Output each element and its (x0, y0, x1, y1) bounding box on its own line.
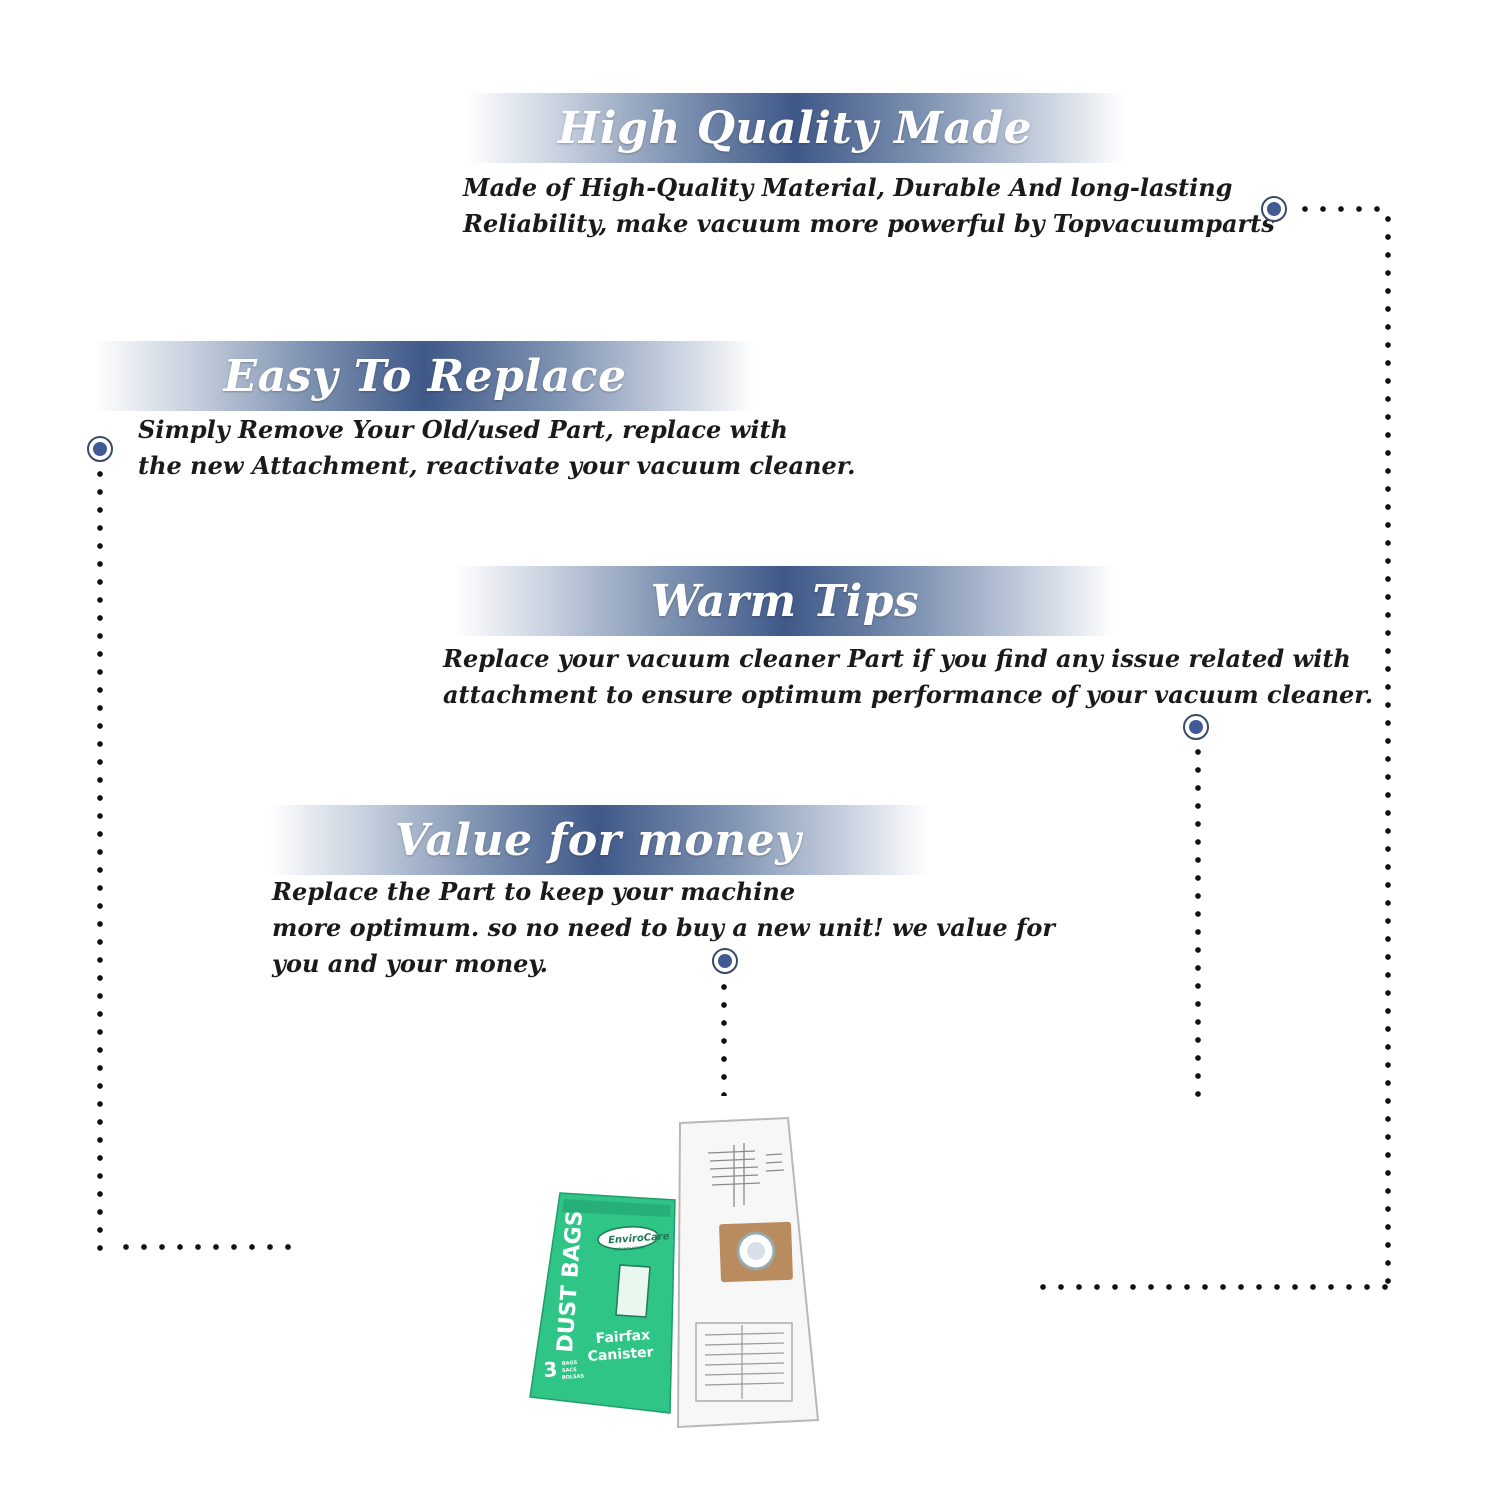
section-banner-value: Value for money (268, 805, 928, 875)
section-description: Replace your vacuum cleaner Part if you … (443, 644, 1374, 709)
product-image: EnviroCare TECHNOLOGIES DUST BAGS Fairfa… (529, 1116, 820, 1429)
dotted-connector (117, 1244, 303, 1250)
marker-icon (1261, 196, 1287, 222)
count-word-3: BOLSAS (562, 1373, 585, 1381)
dotted-connector (1195, 743, 1201, 1109)
dust-bag-illustration (676, 1116, 820, 1429)
dotted-connector (1385, 210, 1391, 1292)
model-line-2: Canister (587, 1344, 654, 1365)
section-banner-warm-tips: Warm Tips (455, 566, 1115, 636)
section-banner-high-quality: High Quality Made (465, 93, 1125, 163)
bag-count: 3 (543, 1357, 559, 1382)
dust-bag-package: EnviroCare TECHNOLOGIES DUST BAGS Fairfa… (529, 1192, 676, 1414)
dotted-connector (721, 978, 727, 1096)
section-title: Warm Tips (650, 575, 920, 627)
dotted-connector (1296, 206, 1392, 212)
marker-icon (712, 948, 738, 974)
section-description: Made of High-Quality Material, Durable A… (463, 173, 1275, 238)
section-description: Replace the Part to keep your machine mo… (272, 877, 1055, 978)
dotted-connector (97, 465, 103, 1251)
section-title: Easy To Replace (223, 350, 627, 402)
marker-icon (87, 436, 113, 462)
brand-text: EnviroCare (608, 1231, 670, 1246)
section-banner-easy-replace: Easy To Replace (95, 341, 755, 411)
marker-icon (1183, 714, 1209, 740)
dotted-connector (1034, 1284, 1390, 1290)
section-description: Simply Remove Your Old/used Part, replac… (138, 415, 856, 480)
count-word-2: SACS (562, 1367, 578, 1374)
section-title: High Quality Made (557, 102, 1033, 154)
section-title: Value for money (394, 814, 802, 866)
brand-subtext: TECHNOLOGIES (612, 1245, 645, 1252)
model-line-1: Fairfax (595, 1327, 650, 1347)
count-word-1: BAGS (562, 1360, 578, 1367)
